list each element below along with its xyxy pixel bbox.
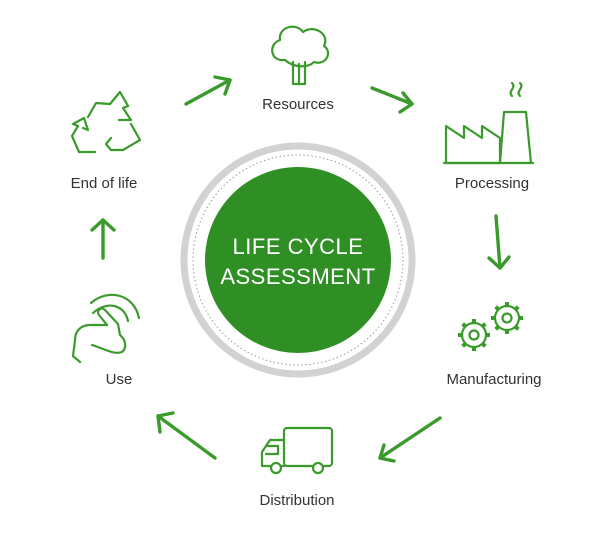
arrow-processing-to-manufacturing bbox=[487, 214, 511, 270]
arrow-resources-to-processing bbox=[370, 86, 414, 114]
factory-icon bbox=[442, 81, 535, 165]
stage-label-use: Use bbox=[105, 371, 133, 388]
stage-label-distribution: Distribution bbox=[259, 492, 335, 509]
gears-icon bbox=[458, 302, 523, 351]
stage-label-manufacturing: Manufacturing bbox=[446, 371, 542, 388]
stage-label-processing: Processing bbox=[454, 175, 530, 192]
truck-icon bbox=[260, 426, 334, 475]
arrow-manufacturing-to-distribution bbox=[378, 416, 442, 463]
stage-label-end-of-life: End of life bbox=[70, 175, 138, 192]
center-title-line-1: LIFE CYCLE bbox=[232, 234, 364, 259]
center-title: LIFE CYCLE ASSESSMENT bbox=[200, 232, 396, 292]
arrow-endoflife-to-resources bbox=[184, 75, 232, 106]
center-title-line-2: ASSESSMENT bbox=[220, 264, 376, 289]
tree-icon bbox=[271, 25, 330, 86]
arrow-use-to-endoflife bbox=[90, 218, 116, 260]
center-disc bbox=[180, 142, 416, 378]
stage-label-resources: Resources bbox=[262, 96, 334, 113]
hand-touch-icon bbox=[71, 293, 141, 364]
recycle-icon bbox=[70, 90, 142, 154]
cycle-arrows bbox=[90, 75, 511, 463]
arrow-distribution-to-use bbox=[156, 411, 217, 460]
